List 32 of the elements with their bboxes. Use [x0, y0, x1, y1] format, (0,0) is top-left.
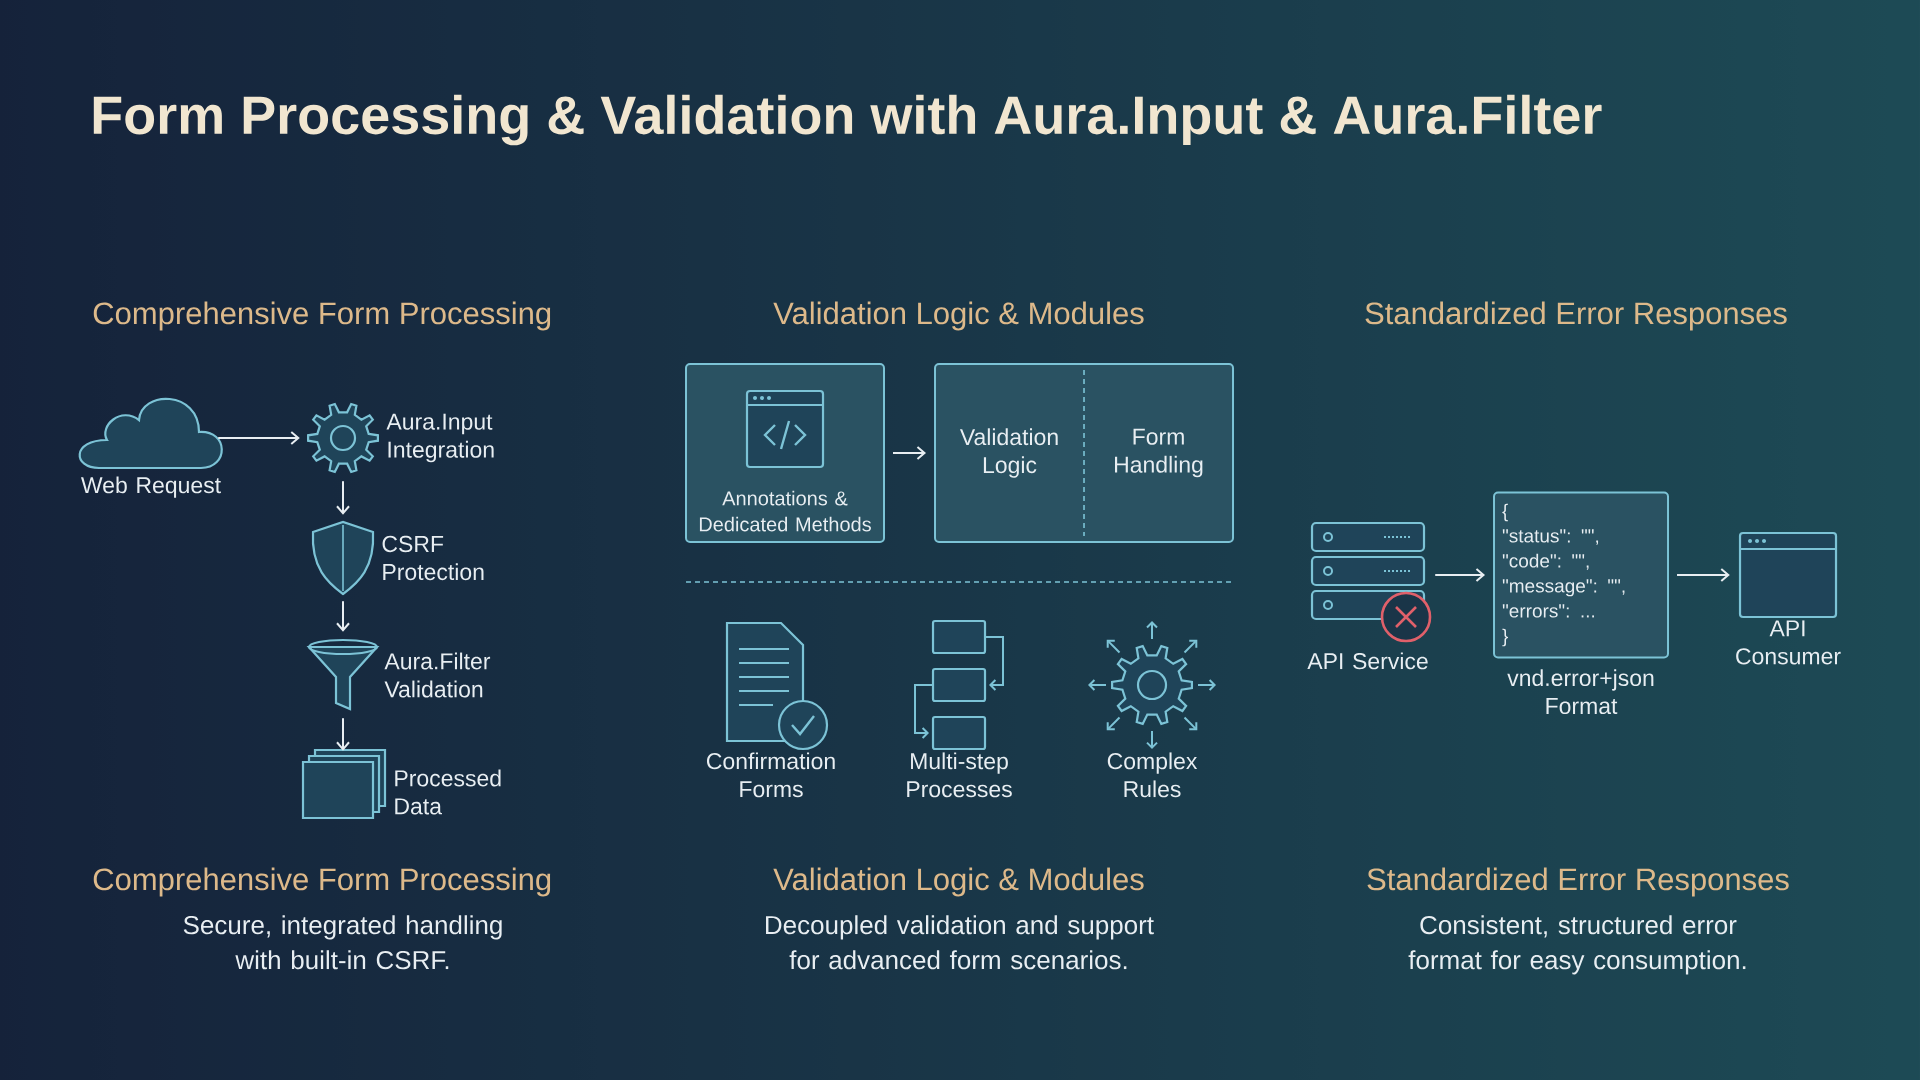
section-heading: Validation Logic & Modules — [773, 301, 1144, 331]
icon-label: Confirmation Forms — [707, 752, 835, 798]
icon-label: Processed Data — [395, 769, 501, 815]
box-text: Validation Logic — [959, 428, 1058, 478]
title: Form Processing & Validation with Aura.Input & Aura.Filter — [93, 94, 1602, 146]
section-heading: Comprehensive Form Processing — [93, 301, 551, 331]
process-box — [934, 363, 1234, 543]
icon-label: Aura.Input Integration — [386, 413, 494, 463]
description: Decoupled validation and support for advanced form scenarios. — [766, 915, 1154, 970]
icon-label: Multi-step Processes — [907, 752, 1012, 798]
section-heading: Comprehensive Form Processing — [93, 867, 551, 897]
arrow — [336, 480, 350, 515]
node-label: vnd.error+json Format — [1507, 669, 1654, 715]
icon-label: API Consumer — [1736, 620, 1841, 665]
arrow — [217, 431, 300, 445]
arrow — [336, 600, 350, 632]
description: Secure, integrated handling with built-in CSRF. — [183, 915, 502, 970]
icon-label: Web Request — [81, 476, 221, 498]
icon-label: API Service — [1307, 652, 1428, 670]
box-text: Form Handling — [1115, 428, 1203, 478]
icon-label: Complex Rules — [1107, 752, 1198, 798]
arrow — [1676, 568, 1730, 582]
section-heading: Standardized Error Responses — [1367, 867, 1789, 897]
icon-label: Aura.Filter Validation — [384, 652, 491, 698]
icon-label: CSRF Protection — [382, 535, 484, 581]
section-heading: Standardized Error Responses — [1365, 301, 1787, 331]
arrow — [336, 717, 350, 751]
arrow — [1434, 568, 1485, 582]
code-box: { "status": "", "code": "", "message": "", "errors": ... } — [1493, 491, 1669, 659]
description: Consistent, structured error format for easy consumption. — [1408, 915, 1746, 975]
arrow — [892, 446, 926, 460]
section-heading: Validation Logic & Modules — [773, 867, 1144, 897]
